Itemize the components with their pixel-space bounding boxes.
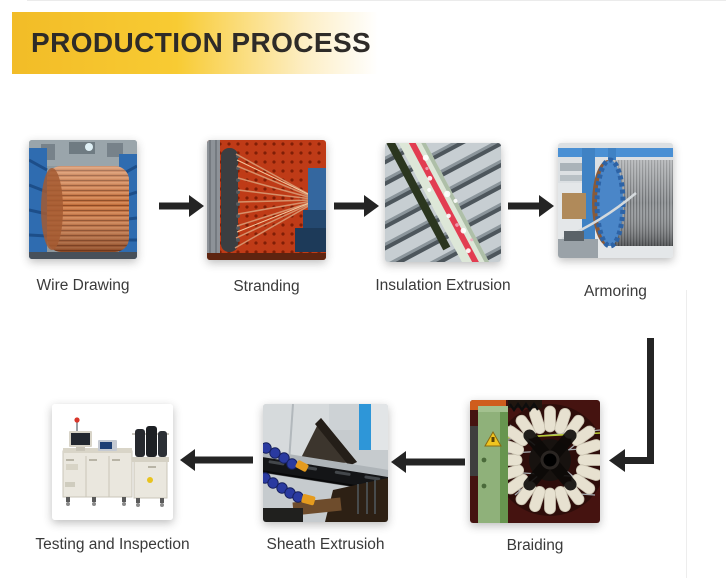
armoring-photo <box>558 143 673 258</box>
step-wire-drawing: Wire Drawing <box>29 140 137 294</box>
step-insulation-extrusion: Insulation Extrusion <box>375 143 511 294</box>
arrow-down-left-connector-icon <box>605 336 660 476</box>
step-label: Armoring <box>584 283 647 300</box>
step-label: Wire Drawing <box>36 277 130 294</box>
step-label: Braiding <box>506 537 564 554</box>
step-testing-inspection: Testing and Inspection <box>35 404 190 553</box>
braiding-photo <box>470 400 600 523</box>
arrow-right-icon <box>334 195 379 217</box>
right-hairline-divider <box>686 290 687 578</box>
header-band: PRODUCTION PROCESS <box>12 12 378 74</box>
step-label: Testing and Inspection <box>35 536 190 553</box>
arrow-right-icon <box>159 195 204 217</box>
wire-drawing-photo <box>29 140 137 259</box>
stranding-photo <box>207 140 326 260</box>
step-armoring: Armoring <box>558 143 673 300</box>
step-label: Insulation Extrusion <box>375 277 511 294</box>
page-title: PRODUCTION PROCESS <box>31 27 372 58</box>
testing-inspection-photo <box>52 404 173 520</box>
arrow-right-icon <box>508 195 554 217</box>
step-label: Stranding <box>233 278 300 295</box>
step-label: Sheath Extrusioh <box>266 536 385 553</box>
step-braiding: Braiding <box>470 400 600 554</box>
step-sheath-extrusion: Sheath Extrusioh <box>263 404 388 553</box>
step-stranding: Stranding <box>207 140 326 295</box>
sheath-extrusion-photo <box>263 404 388 522</box>
arrow-left-icon <box>391 451 465 473</box>
insulation-extrusion-photo <box>385 143 501 262</box>
arrow-left-icon <box>180 449 253 471</box>
top-hairline-divider <box>27 0 726 1</box>
